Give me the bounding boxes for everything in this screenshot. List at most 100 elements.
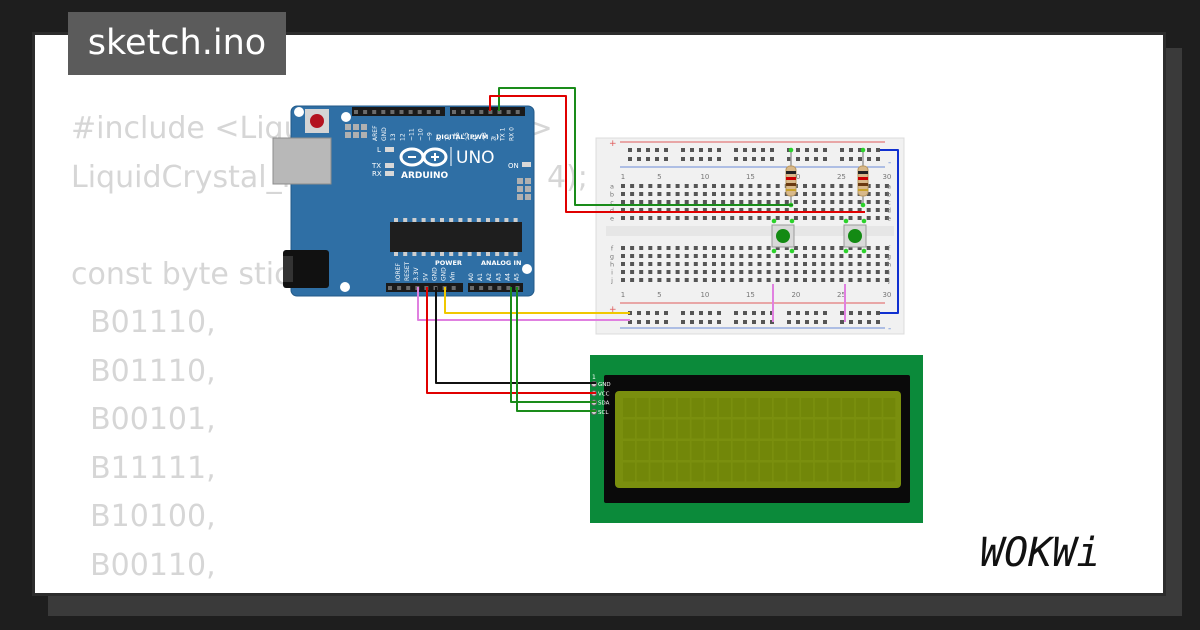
breadboard-hole[interactable] bbox=[657, 184, 662, 188]
breadboard-hole[interactable] bbox=[812, 200, 817, 204]
breadboard-hole[interactable] bbox=[766, 216, 771, 220]
breadboard-hole[interactable] bbox=[839, 184, 844, 188]
breadboard-hole[interactable] bbox=[830, 278, 835, 282]
breadboard-hole[interactable] bbox=[712, 254, 716, 258]
breadboard-hole[interactable] bbox=[748, 254, 753, 258]
breadboard-hole[interactable] bbox=[757, 262, 762, 266]
breadboard-hole[interactable] bbox=[675, 270, 680, 274]
header-pin[interactable] bbox=[497, 110, 502, 114]
breadboard-hole[interactable] bbox=[812, 208, 817, 212]
rail-hole[interactable] bbox=[752, 148, 756, 152]
rail-hole[interactable] bbox=[690, 157, 694, 161]
rail-hole[interactable] bbox=[761, 148, 765, 152]
breadboard-hole[interactable] bbox=[621, 208, 625, 212]
breadboard-hole[interactable] bbox=[866, 184, 871, 188]
breadboard-hole[interactable] bbox=[721, 262, 726, 266]
breadboard-hole[interactable] bbox=[803, 216, 807, 220]
breadboard-hole[interactable] bbox=[739, 184, 744, 188]
breadboard-hole[interactable] bbox=[712, 246, 716, 250]
breadboard-hole[interactable] bbox=[666, 216, 671, 220]
rail-hole[interactable] bbox=[637, 148, 641, 152]
rail-hole[interactable] bbox=[876, 311, 880, 315]
breadboard-hole[interactable] bbox=[739, 216, 744, 220]
rail-hole[interactable] bbox=[717, 157, 721, 161]
breadboard-hole[interactable] bbox=[621, 184, 625, 188]
breadboard-hole[interactable] bbox=[848, 216, 853, 220]
rail-hole[interactable] bbox=[761, 311, 765, 315]
breadboard-hole[interactable] bbox=[702, 184, 707, 188]
rail-hole[interactable] bbox=[699, 311, 703, 315]
breadboard-hole[interactable] bbox=[857, 254, 862, 258]
breadboard-hole[interactable] bbox=[739, 262, 744, 266]
rail-hole[interactable] bbox=[717, 311, 721, 315]
header-pin[interactable] bbox=[461, 110, 466, 114]
breadboard-hole[interactable] bbox=[848, 184, 853, 188]
breadboard-hole[interactable] bbox=[748, 278, 753, 282]
rail-hole[interactable] bbox=[734, 311, 738, 315]
breadboard-hole[interactable] bbox=[621, 270, 625, 274]
breadboard-hole[interactable] bbox=[757, 184, 762, 188]
rail-hole[interactable] bbox=[655, 311, 659, 315]
breadboard-hole[interactable] bbox=[775, 184, 780, 188]
breadboard-hole[interactable] bbox=[812, 262, 817, 266]
breadboard-hole[interactable] bbox=[830, 208, 835, 212]
rail-hole[interactable] bbox=[867, 311, 871, 315]
rail-hole[interactable] bbox=[796, 148, 800, 152]
breadboard-hole[interactable] bbox=[730, 262, 735, 266]
breadboard-hole[interactable] bbox=[702, 270, 707, 274]
breadboard-hole[interactable] bbox=[739, 254, 744, 258]
breadboard-hole[interactable] bbox=[793, 246, 798, 250]
rail-hole[interactable] bbox=[770, 157, 774, 161]
breadboard-hole[interactable] bbox=[857, 208, 862, 212]
breadboard-hole[interactable] bbox=[648, 200, 653, 204]
rail-hole[interactable] bbox=[664, 148, 668, 152]
breadboard-hole[interactable] bbox=[793, 216, 798, 220]
breadboard-hole[interactable] bbox=[739, 200, 744, 204]
breadboard-hole[interactable] bbox=[766, 262, 771, 266]
breadboard-hole[interactable] bbox=[812, 184, 817, 188]
breadboard-hole[interactable] bbox=[684, 246, 689, 250]
breadboard-hole[interactable] bbox=[730, 184, 735, 188]
breadboard-hole[interactable] bbox=[775, 270, 780, 274]
rail-hole[interactable] bbox=[708, 311, 712, 315]
breadboard-hole[interactable] bbox=[757, 254, 762, 258]
breadboard-hole[interactable] bbox=[830, 246, 835, 250]
breadboard-hole[interactable] bbox=[630, 270, 635, 274]
breadboard-hole[interactable] bbox=[830, 216, 835, 220]
breadboard-hole[interactable] bbox=[884, 208, 889, 212]
breadboard-hole[interactable] bbox=[630, 208, 635, 212]
breadboard-hole[interactable] bbox=[766, 200, 771, 204]
breadboard-hole[interactable] bbox=[803, 246, 807, 250]
header-pin[interactable] bbox=[515, 110, 520, 114]
rail-hole[interactable] bbox=[805, 148, 809, 152]
wires[interactable] bbox=[417, 87, 899, 412]
breadboard-hole[interactable] bbox=[757, 200, 762, 204]
breadboard-hole[interactable] bbox=[702, 278, 707, 282]
breadboard-hole[interactable] bbox=[730, 208, 735, 212]
rail-hole[interactable] bbox=[867, 320, 871, 324]
breadboard-hole[interactable] bbox=[784, 200, 789, 204]
breadboard-hole[interactable] bbox=[693, 254, 698, 258]
rail-hole[interactable] bbox=[743, 320, 747, 324]
breadboard-hole[interactable] bbox=[730, 200, 735, 204]
breadboard-hole[interactable] bbox=[675, 262, 680, 266]
breadboard-hole[interactable] bbox=[666, 278, 671, 282]
breadboard-hole[interactable] bbox=[757, 278, 762, 282]
rail-hole[interactable] bbox=[637, 157, 641, 161]
breadboard-hole[interactable] bbox=[702, 200, 707, 204]
breadboard-hole[interactable] bbox=[739, 246, 744, 250]
breadboard-hole[interactable] bbox=[675, 216, 680, 220]
breadboard-hole[interactable] bbox=[793, 208, 798, 212]
breadboard-hole[interactable] bbox=[739, 278, 744, 282]
breadboard-hole[interactable] bbox=[784, 216, 789, 220]
breadboard-hole[interactable] bbox=[830, 184, 835, 188]
rail-hole[interactable] bbox=[761, 320, 765, 324]
breadboard-hole[interactable] bbox=[639, 262, 644, 266]
breadboard-hole[interactable] bbox=[739, 192, 744, 196]
breadboard-hole[interactable] bbox=[657, 254, 662, 258]
breadboard-hole[interactable] bbox=[684, 216, 689, 220]
breadboard-hole[interactable] bbox=[866, 208, 871, 212]
rail-hole[interactable] bbox=[637, 311, 641, 315]
breadboard-hole[interactable] bbox=[866, 262, 871, 266]
breadboard-hole[interactable] bbox=[830, 262, 835, 266]
